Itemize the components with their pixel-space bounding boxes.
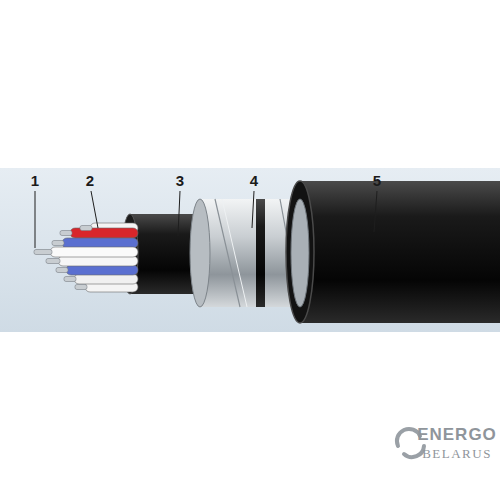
callout-number: 3	[176, 172, 184, 189]
insulated-cores	[50, 223, 138, 292]
callout-number: 1	[31, 172, 39, 189]
background-panel	[0, 168, 500, 332]
callout-number: 4	[250, 172, 258, 189]
callout-number: 5	[373, 172, 381, 189]
outer-sheath	[286, 181, 500, 323]
conductors	[34, 226, 92, 290]
watermark: ENERGO	[417, 425, 497, 445]
leader-lines	[35, 191, 377, 248]
watermark: BELARUS	[422, 446, 492, 462]
callout-number: 2	[86, 172, 94, 189]
